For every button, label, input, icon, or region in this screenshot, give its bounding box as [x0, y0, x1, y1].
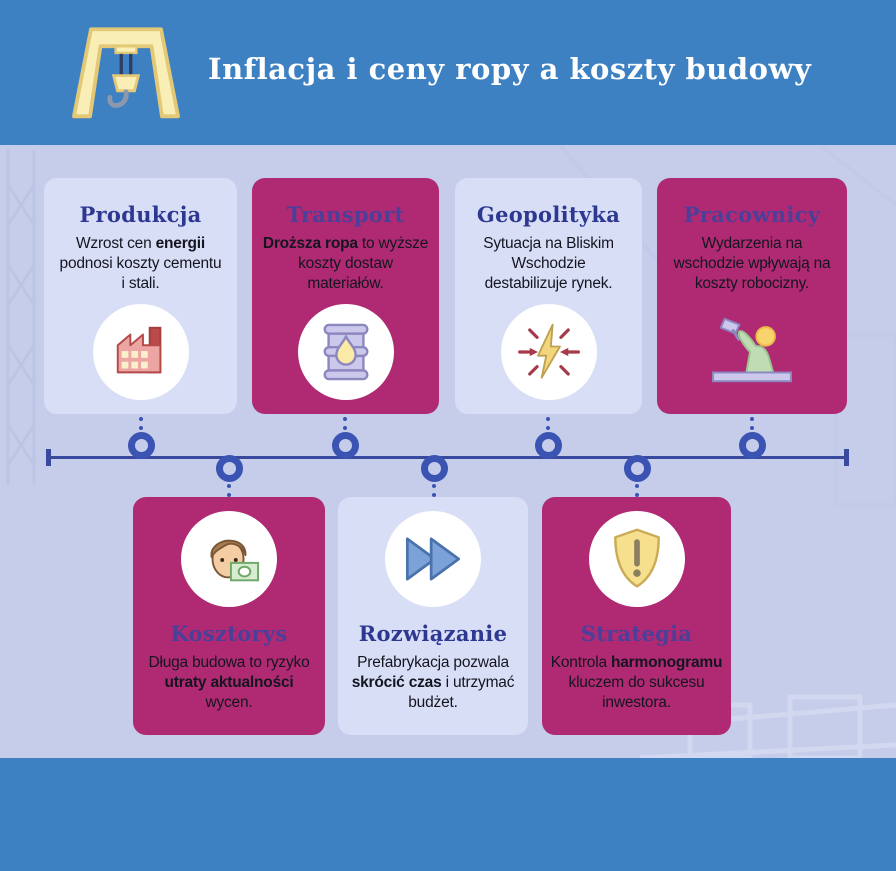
card-title: Transport	[286, 202, 405, 227]
connector-dots	[227, 484, 231, 497]
card-pracownicy: Pracownicy Wydarzenia na wschodzie wpływ…	[657, 178, 847, 414]
timeline-node	[739, 432, 766, 459]
connector-dots	[139, 417, 143, 430]
connector-dots	[343, 417, 347, 430]
timeline-node	[128, 432, 155, 459]
card-geopolityka: Geopolityka Sytuacja na Bliskim Wschodzi…	[455, 178, 642, 414]
card-strategia: Strategia Kontrola harmonogramu kluczem …	[542, 497, 731, 735]
conflict-lightning-icon	[500, 304, 597, 400]
estimator-money-icon	[181, 511, 277, 607]
page-title: Inflacja i ceny ropy a koszty budowy	[208, 52, 812, 86]
card-kosztorys: Kosztorys Długa budowa to ryzyko utraty …	[133, 497, 325, 735]
timeline-cap-left	[46, 449, 51, 466]
card-title: Strategia	[580, 621, 693, 646]
worker-hammer-icon	[707, 313, 797, 396]
card-text: Prefabrykacja pozwala skrócić czas i utr…	[351, 654, 515, 711]
card-title: Produkcja	[79, 202, 202, 227]
card-rozwiazanie: Rozwiązanie Prefabrykacja pozwala skróci…	[338, 497, 528, 735]
card-text: Droższa ropa to wyższe koszty dostaw mat…	[262, 235, 429, 292]
card-transport: Transport Droższa ropa to wyższe koszty …	[252, 178, 439, 414]
card-text: Wydarzenia na wschodzie wpływają na kosz…	[673, 235, 831, 292]
card-title: Kosztorys	[170, 621, 288, 646]
crane-icon	[66, 16, 186, 127]
footer-band	[0, 758, 896, 871]
timeline-node	[332, 432, 359, 459]
factory-icon	[92, 304, 189, 400]
timeline-node	[535, 432, 562, 459]
card-title: Pracownicy	[683, 202, 821, 227]
header-band	[0, 0, 896, 145]
shield-alert-icon	[588, 511, 685, 607]
card-text: Sytuacja na Bliskim Wschodzie destabiliz…	[483, 235, 614, 292]
connector-dots	[432, 484, 436, 497]
card-produkcja: Produkcja Wzrost cen energii podnosi kos…	[44, 178, 237, 414]
oil-barrel-icon	[297, 304, 394, 400]
timeline-node	[421, 455, 448, 482]
card-text: Wzrost cen energii podnosi koszty cement…	[59, 235, 222, 292]
timeline-node	[624, 455, 651, 482]
card-title: Rozwiązanie	[358, 621, 508, 646]
connector-dots	[750, 417, 754, 430]
fast-forward-icon	[385, 511, 481, 607]
timeline-node	[216, 455, 243, 482]
card-text: Długa budowa to ryzyko utraty aktualnośc…	[148, 654, 310, 711]
connector-dots	[635, 484, 639, 497]
card-title: Geopolityka	[476, 202, 621, 227]
connector-dots	[546, 417, 550, 430]
timeline-line	[48, 456, 847, 459]
card-text: Kontrola harmonogramu kluczem do sukcesu…	[550, 654, 723, 711]
timeline-cap-right	[844, 449, 849, 466]
